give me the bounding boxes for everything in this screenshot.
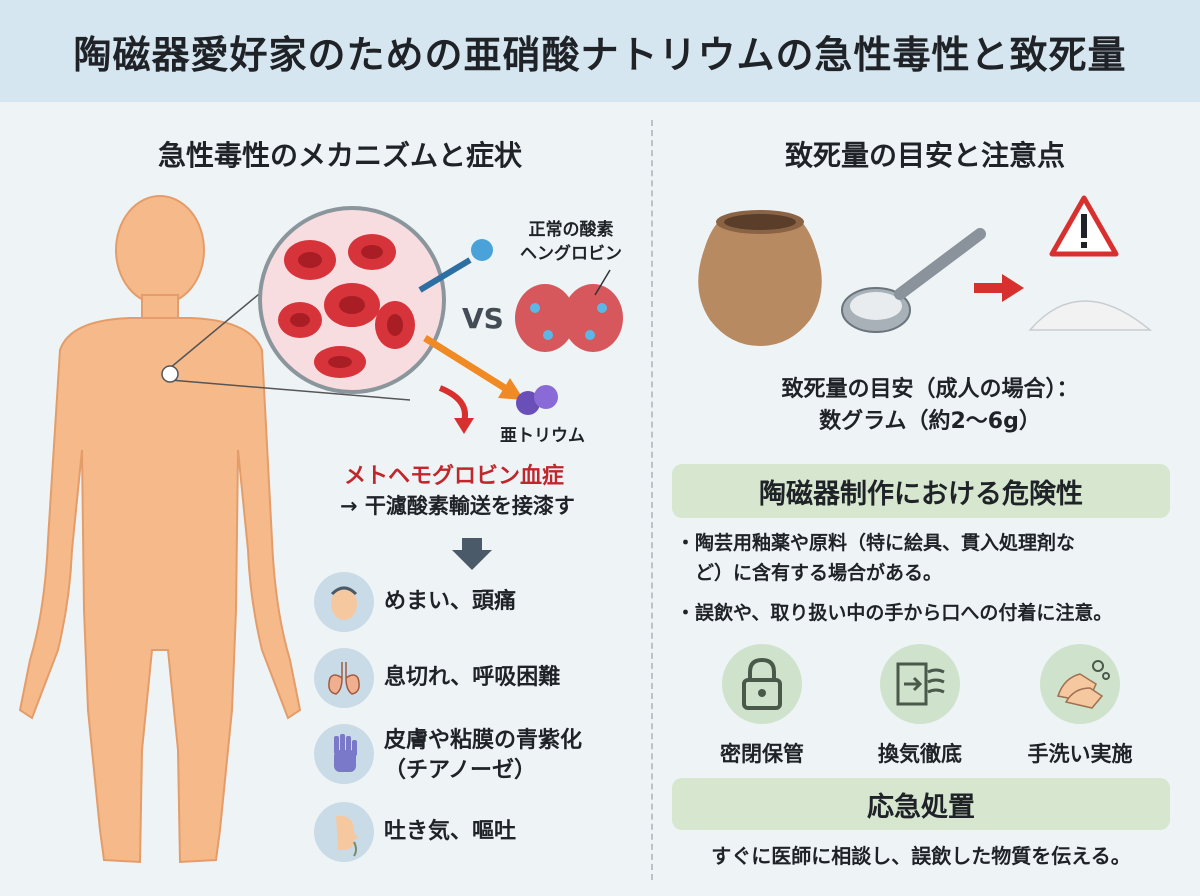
normal-hemoglobin-label: 正常の酸素 ヘングロビン — [520, 220, 622, 264]
mechanism-illustration — [18, 195, 623, 864]
oxygen-molecule-icon — [471, 239, 493, 261]
lock-icon — [742, 657, 782, 710]
first-aid-text: すぐに医師に相談し、誤飲した物質を伝える。 — [711, 844, 1131, 868]
handwash-icon — [1057, 660, 1110, 709]
precaution-label-2: 換気徹底 — [878, 742, 962, 766]
human-body-silhouette — [18, 195, 302, 864]
symptom-icon-1 — [314, 572, 374, 632]
head-pain-icon — [330, 586, 358, 620]
hemoglobin-icon — [515, 269, 623, 352]
title-bar: 陶磁器愛好家のための亜硝酸ナトリウムの急性毒性と致死量 — [0, 0, 1200, 102]
symptom-icon-3 — [314, 724, 374, 784]
nitrite-label: 亜トリウム — [500, 426, 585, 446]
lethal-dose-heading: 致死量の目安と注意点 — [784, 139, 1065, 172]
precaution-icon-2 — [880, 644, 960, 724]
precaution-icon-1 — [722, 644, 802, 724]
symptom-icon-4 — [314, 802, 374, 862]
first-aid-heading-band: 応急処置 — [672, 778, 1170, 830]
column-divider — [651, 120, 653, 880]
methemoglobinemia-label: メトヘモグロビン血症 — [344, 464, 565, 489]
precaution-icon-3 — [1040, 644, 1120, 724]
symptom-text-3: 皮膚や粘膜の青紫化 （チアノーゼ） — [384, 728, 583, 783]
powder-pile-icon — [1028, 300, 1153, 331]
mechanism-heading: 急性毒性のメカニズムと症状 — [157, 139, 522, 172]
symptom-text-2: 息切れ、呼吸困難 — [384, 665, 561, 690]
blue-hand-icon — [334, 734, 357, 772]
risk-bullet-1: ・陶芸用釉薬や原料（特に絵具、貫入処理剤な ど）に含有する場合がある。 — [676, 532, 1076, 584]
precaution-label-1: 密閉保管 — [720, 742, 804, 766]
dose-illustration — [698, 195, 1153, 346]
lungs-icon — [328, 662, 360, 695]
lethal-dose-text: 致死量の目安（成人の場合）： 数グラム（約2〜6g） — [781, 377, 1079, 434]
blood-cell-magnifier — [258, 206, 446, 394]
oxygen-transport-effect: → 干濾酸素輸送を接漆す — [340, 494, 575, 518]
measuring-spoon-icon — [841, 228, 986, 333]
right-arrow-icon — [974, 274, 1024, 302]
down-arrow-icon — [452, 538, 492, 570]
page-title: 陶磁器愛好家のための亜硝酸ナトリウムの急性毒性と致死量 — [73, 32, 1127, 77]
symptom-icon-2 — [314, 648, 374, 708]
risk-heading-band: 陶磁器制作における危険性 — [672, 464, 1170, 518]
nitrite-molecule-icon — [516, 385, 558, 415]
warning-icon — [1049, 195, 1119, 257]
ceramic-pot-icon — [698, 210, 822, 346]
versus-label: VS — [462, 302, 504, 335]
nausea-icon — [336, 815, 358, 857]
symptom-text-1: めまい、頭痛 — [384, 589, 517, 614]
risk-bullet-2: ・誤飲や、取り扱い中の手から口への付着に注意。 — [676, 602, 1113, 624]
ventilation-icon — [896, 662, 945, 706]
symptom-text-4: 吐き気、嘔吐 — [384, 819, 517, 844]
precaution-label-3: 手洗い実施 — [1027, 742, 1133, 766]
